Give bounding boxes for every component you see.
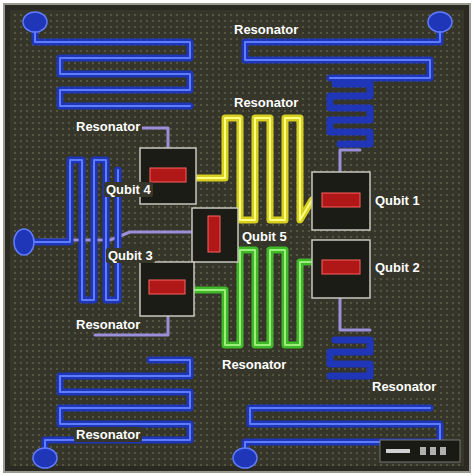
yellow-resonator (196, 118, 312, 220)
part-label: Resonator (74, 317, 142, 332)
part-label: Resonator (370, 379, 438, 394)
part-label: Qubit 3 (106, 248, 155, 263)
bond-pad (14, 12, 452, 468)
part-label: Resonator (232, 22, 300, 37)
green-resonator (192, 250, 312, 345)
part-label: Qubit 2 (373, 260, 422, 275)
scale-bar (380, 440, 460, 462)
part-label: Resonator (74, 119, 142, 134)
part-label: Resonator (232, 95, 300, 110)
part-label: Qubit 4 (104, 182, 153, 197)
feed-line (40, 128, 370, 335)
part-label: Qubit 1 (373, 193, 422, 208)
part-label: Qubit 5 (240, 229, 289, 244)
part-label: Resonator (74, 427, 142, 442)
qubit-pocket (140, 148, 370, 316)
blue-resonators (30, 30, 440, 455)
part-label: Resonator (220, 357, 288, 372)
